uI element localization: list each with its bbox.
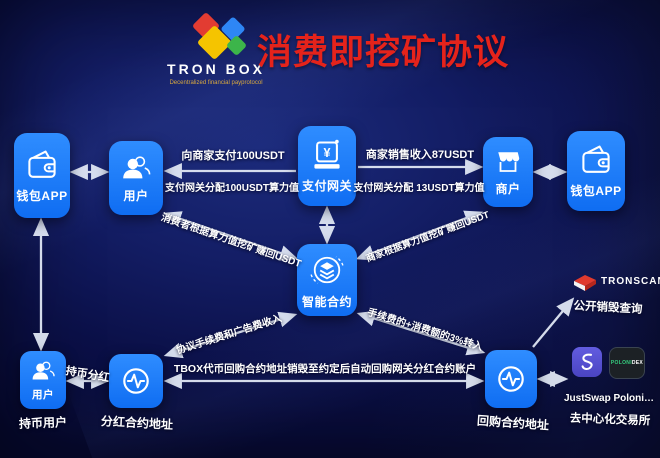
edge-label-alloc-user: 支付网关分配100USDT算力值: [165, 183, 299, 194]
node-dividend-contract: [109, 354, 163, 408]
logo-tagline: Decentralized financial payprotocol: [169, 80, 263, 86]
node-wallet-app-left: 钱包APP: [14, 133, 70, 218]
wallet-icon: [582, 145, 610, 173]
node-user-top: 用户: [109, 141, 163, 215]
node-label: 用户: [32, 389, 54, 401]
node-smart-contract: 智能合约: [297, 244, 357, 316]
pulse-icon: [123, 368, 149, 394]
node-label: 钱包APP: [570, 184, 622, 198]
user-icon: [32, 361, 55, 380]
smart-contract-icon: [310, 256, 344, 284]
arrow-buyback-tronscan: [532, 297, 575, 348]
storefront-icon: [498, 152, 520, 172]
node-user-bottom: 用户: [20, 351, 66, 409]
caption-dex-names: JustSwap Poloni…: [564, 393, 655, 404]
pulse-icon: [498, 366, 524, 392]
node-label: 智能合约: [301, 295, 352, 309]
arrow-smart-dividend: [163, 311, 298, 359]
logo-brand-text: TRON BOX: [167, 61, 265, 77]
edge-label-tbox-buyback: TBOX代币回购合约地址销毁至约定后自动回购网关分红合约账户: [173, 363, 477, 375]
justswap-logo: [572, 347, 602, 377]
node-wallet-app-right: 钱包APP: [567, 131, 625, 211]
polonidex-logo: POLONIDEX: [609, 347, 645, 379]
polonidex-wordmark: POLONIDEX: [610, 360, 644, 366]
arrow-user-smart: [162, 211, 299, 261]
caption-holder-user: 持币用户: [18, 415, 68, 431]
arrow-smart-merchant: [355, 210, 484, 261]
arrow-smart-buyback: [356, 310, 486, 356]
node-label: 商户: [495, 182, 521, 196]
node-label: 支付网关: [301, 179, 352, 193]
edge-label-merchant-income: 商家销售收入87USDT: [365, 149, 475, 161]
caption-decentralized-exchange: 去中心化交易所: [569, 412, 651, 428]
tronscan-wordmark: TRONSCAN: [601, 276, 660, 287]
edge-label-pay: 向商家支付100USDT: [181, 150, 285, 162]
node-label: 钱包APP: [16, 188, 68, 203]
node-label: 用户: [123, 189, 149, 203]
pos-terminal-icon: ¥: [314, 139, 340, 169]
page-title: 消费即挖矿协议: [257, 33, 510, 72]
user-icon: [123, 156, 151, 179]
tronscan-logo-icon: [574, 275, 596, 291]
node-payment-gateway: ¥ 支付网关: [298, 126, 356, 206]
node-merchant: 商户: [483, 137, 533, 207]
edge-label-alloc-merchant: 支付网关分配 13USDT算力值: [353, 183, 485, 194]
svg-text:¥: ¥: [323, 146, 330, 160]
wallet-icon: [28, 150, 56, 178]
justswap-s-icon: [581, 353, 593, 371]
node-buyback-contract: [485, 350, 537, 408]
